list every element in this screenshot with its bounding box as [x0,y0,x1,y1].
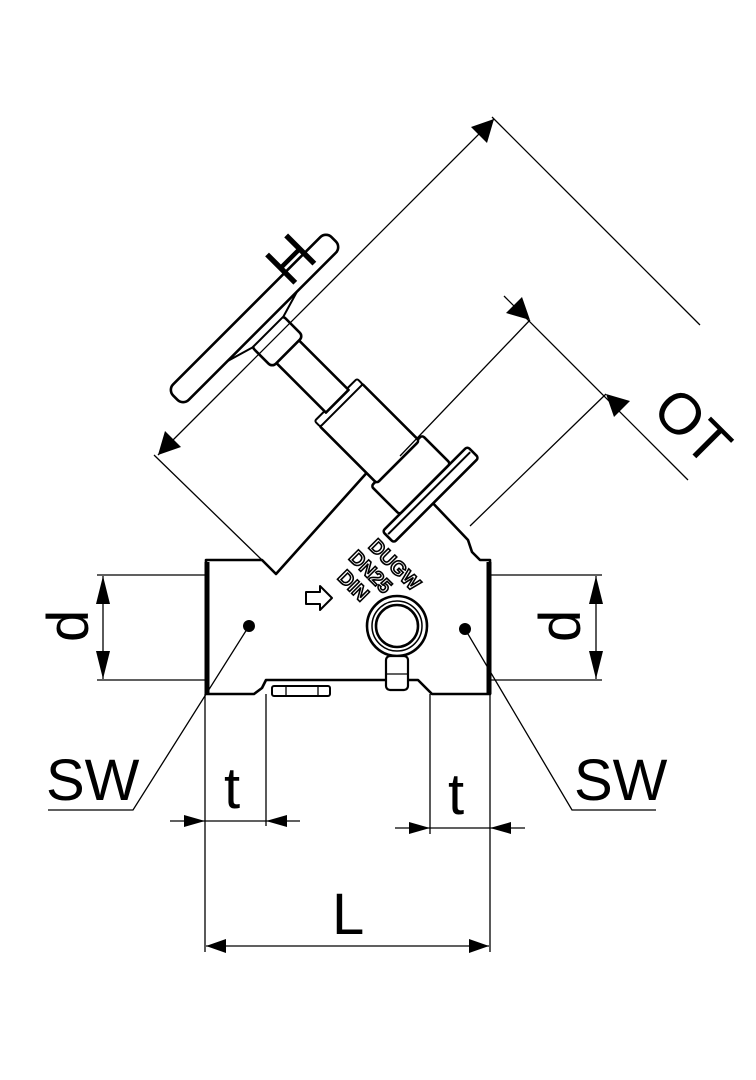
L-arrow-left [206,939,226,953]
OT-ext-left [399,319,531,457]
dimension-OT: OT [399,295,744,527]
sw-leader-right [464,628,656,811]
handwheel [169,233,340,404]
d-right-arrow-bottom [589,651,603,679]
dimension-t-right: t [395,694,525,834]
OT-arrow-bottom [606,394,630,417]
L-arrow-right [469,939,489,953]
t-right-arrow-a [409,822,430,834]
t-left-arrow-b [266,815,287,827]
dimension-d-left: d [36,574,206,681]
t-label-right: t [448,762,464,827]
d-left-arrow-bottom [96,651,110,679]
flow-direction-arrow-icon [305,585,333,611]
bonnet-flange-line [387,451,471,535]
dimension-d-right: d [490,574,603,681]
OT-dim-line [503,295,689,481]
t-label-left: t [224,756,240,821]
side-port-inner-ring [374,603,420,649]
sw-label-right: SW [574,748,668,813]
H-label: H [253,222,329,298]
side-port-nipple [384,654,410,692]
OT-ext-right [469,393,607,527]
sw-leader-left [48,625,250,811]
dimension-L: L [204,694,491,953]
t-right-arrow-b [490,822,511,834]
side-port [365,594,429,692]
OT-arrow-top [506,297,530,320]
d-label-right: d [528,610,593,642]
valve-bonnet-assembly [169,233,479,543]
L-label: L [332,882,364,947]
side-port-mid-ring [371,600,423,652]
H-arrow-bottom [158,431,181,455]
OT-label: OT [641,375,744,478]
H-arrow-top [471,119,494,143]
d-right-arrow-top [589,576,603,604]
d-left-arrow-top [96,576,110,604]
t-left-arrow-a [184,815,205,827]
H-ext-bottom [153,454,263,561]
dimension-t-left: t [170,694,300,827]
H-ext-top [491,116,701,326]
sw-label-left: SW [46,748,140,813]
H-dim-line [157,118,495,456]
bottom-tab [271,685,331,697]
d-label-left: d [36,610,101,642]
